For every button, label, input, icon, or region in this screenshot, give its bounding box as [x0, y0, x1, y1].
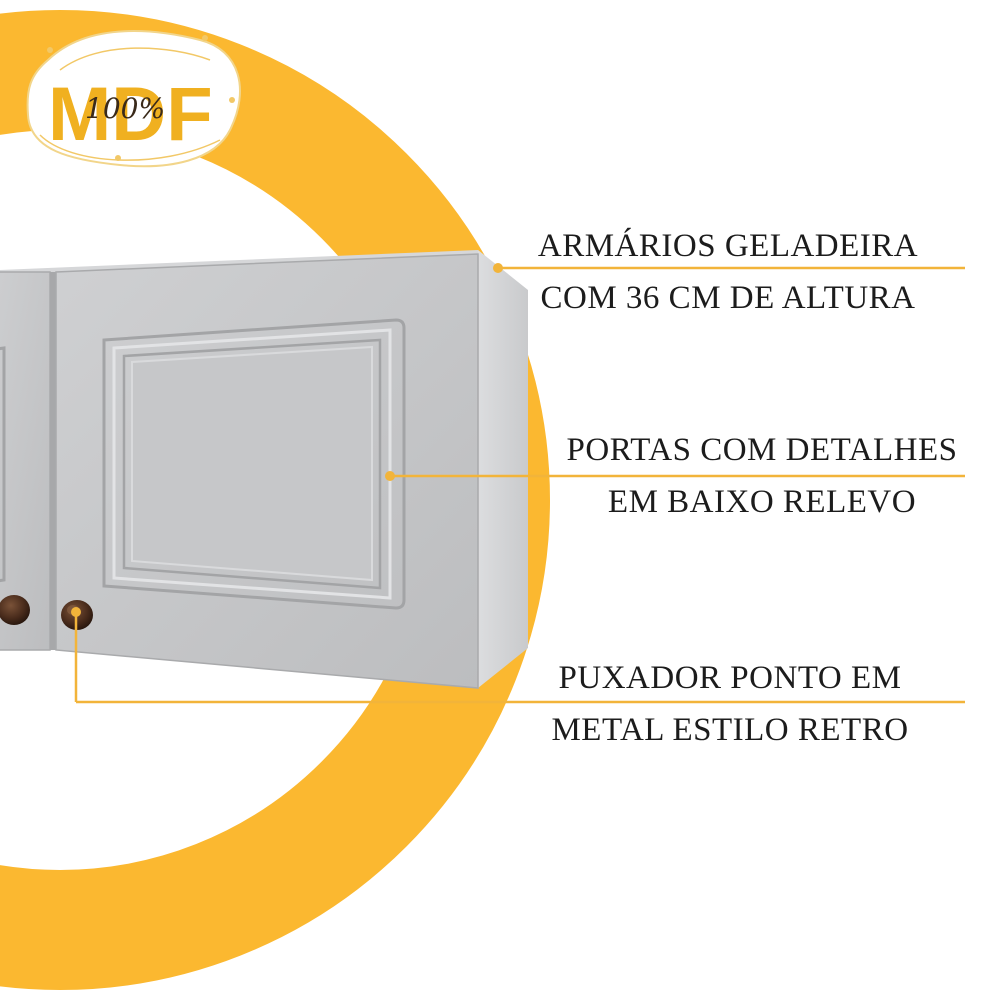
callout-1-line-1: ARMÁRIOS GELADEIRA	[537, 228, 919, 264]
callout-door-detail: PORTAS COM DETALHES EM BAIXO RELEVO	[560, 424, 964, 528]
callout-fridge-cabinet: ARMÁRIOS GELADEIRA COM 36 CM DE ALTURA	[528, 220, 928, 324]
callout-2-line-2: EM BAIXO RELEVO	[607, 484, 917, 520]
callout-3-line-1: PUXADOR PONTO EM	[558, 660, 902, 696]
cabinet-door-left	[0, 271, 51, 651]
logo-badge: 100%	[85, 92, 165, 125]
callout-2-line-1: PORTAS COM DETALHES	[566, 432, 958, 468]
door-relief-panel	[102, 318, 406, 610]
mdf-logo: MDF 100%	[26, 30, 241, 168]
callout-handle: PUXADOR PONTO EM METAL ESTILO RETRO	[535, 652, 925, 756]
cabinet-knob-left	[0, 595, 30, 625]
cabinet	[0, 250, 528, 689]
logo-brand: MDF	[48, 72, 213, 157]
callout-3-line-2: METAL ESTILO RETRO	[551, 712, 909, 748]
callout-leaders	[71, 263, 965, 704]
callout-1-line-2: COM 36 CM DE ALTURA	[540, 280, 916, 316]
